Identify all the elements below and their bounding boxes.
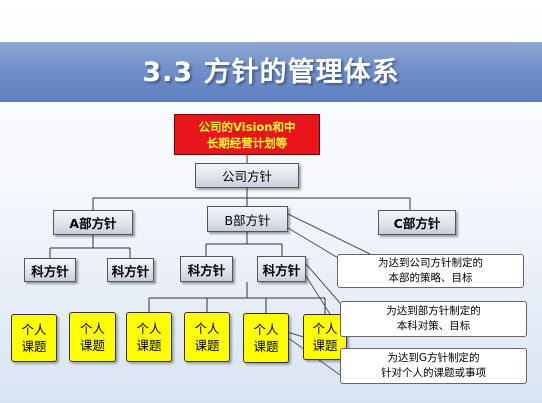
callout-individual-tasks: 为达到G方针制定的 针对个人的课题或事项 — [340, 348, 527, 384]
section-policy-box-2: 科方针 — [107, 258, 154, 282]
callout-dept-strategy: 为达到公司方针制定的 本部的策略、目标 — [337, 254, 524, 288]
callout-line-1: 为达到G方针制定的 — [387, 352, 480, 364]
vision-banner: 公司的Vision和中 长期经营计划等 — [174, 114, 320, 155]
section-policy-box-3: 科方针 — [180, 256, 233, 282]
task-line-1: 个人 — [253, 322, 279, 337]
section-policy-box-1: 科方针 — [24, 258, 76, 282]
task-line-2: 课题 — [194, 338, 220, 353]
dept-a-policy-box: A部方针 — [53, 210, 133, 235]
task-line-1: 个人 — [21, 322, 47, 337]
callout-line-2: 本部的策略、目标 — [388, 272, 473, 284]
individual-task-box-4: 个人 课题 — [184, 312, 230, 362]
vision-line-2: 长期经营计划等 — [206, 135, 288, 150]
dept-b-policy-box: B部方针 — [207, 206, 288, 232]
callout-line-1: 为达到公司方针制定的 — [378, 257, 483, 269]
task-line-1: 个人 — [194, 321, 220, 336]
title-band — [0, 42, 542, 102]
task-line-2: 课题 — [312, 338, 338, 353]
callout-section-measures: 为达到部方针制定的 本科对策、目标 — [340, 301, 527, 337]
company-policy-box: 公司方针 — [195, 163, 299, 188]
dept-c-policy-box: C部方针 — [378, 210, 456, 235]
section-policy-box-4: 科方针 — [257, 256, 306, 282]
individual-task-box-3: 个人 课题 — [126, 312, 172, 362]
task-line-2: 课题 — [79, 338, 105, 353]
callout-line-2: 针对个人的课题或事项 — [381, 367, 486, 379]
vision-line-1: 公司的Vision和中 — [198, 119, 296, 134]
individual-task-box-2: 个人 课题 — [69, 312, 116, 362]
task-line-2: 课题 — [21, 339, 47, 354]
callout-line-1: 为达到部方针制定的 — [386, 305, 481, 317]
task-line-1: 个人 — [136, 321, 162, 336]
task-line-1: 个人 — [79, 321, 105, 336]
task-line-2: 课题 — [136, 338, 162, 353]
individual-task-box-5: 个人 课题 — [243, 313, 289, 363]
task-line-1: 个人 — [312, 321, 338, 336]
task-line-2: 课题 — [253, 339, 279, 354]
page-title: 3.3 方针的管理体系 — [142, 57, 400, 88]
individual-task-box-6: 个人 课题 — [303, 314, 347, 360]
individual-task-box-1: 个人 课题 — [11, 314, 57, 362]
callout-line-2: 本科对策、目标 — [396, 320, 471, 332]
